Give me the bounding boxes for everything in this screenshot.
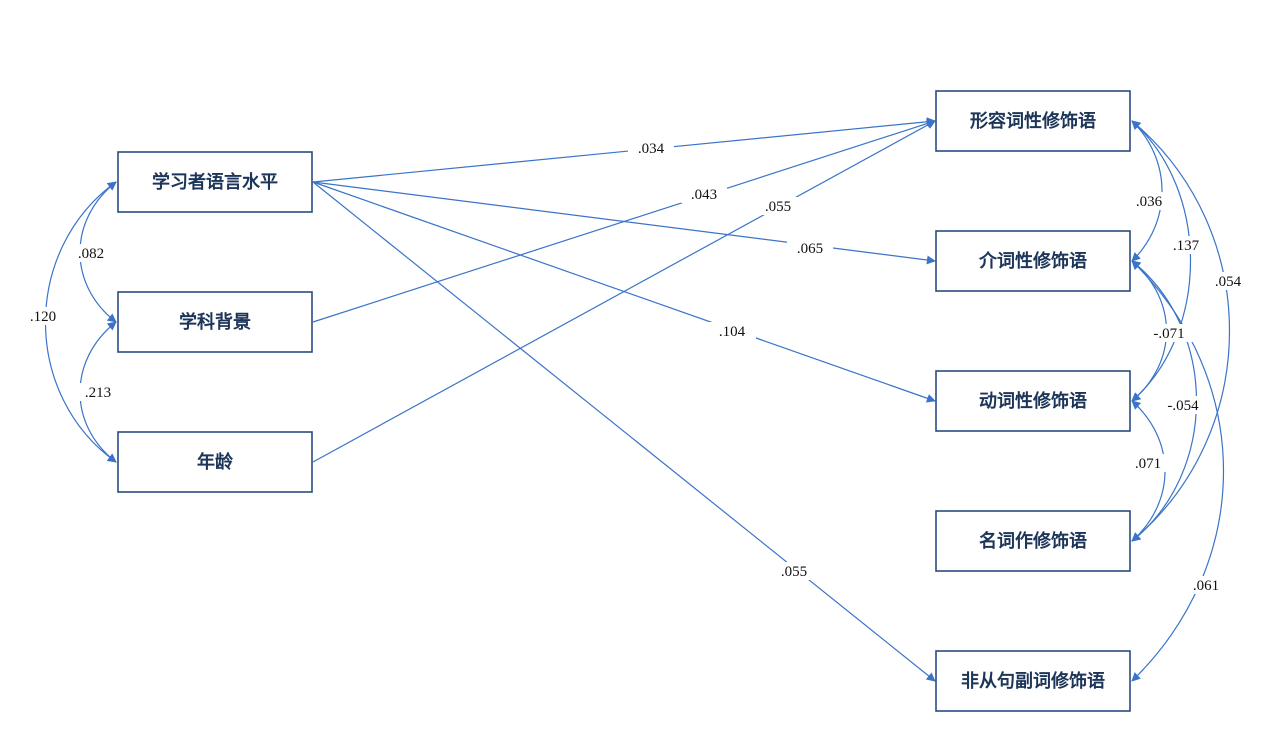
coef-cov-major-age: .213	[85, 385, 111, 401]
coef-age-adj: .055	[765, 199, 791, 215]
node-adv: 非从句副词修饰语	[935, 650, 1131, 712]
outcome-nodes: 形容词性修饰语 介词性修饰语 动词性修饰语 名词作修饰语 非从句副词修饰语	[935, 90, 1131, 712]
path-level-adj	[312, 117, 936, 183]
node-age-label: 年龄	[197, 451, 234, 473]
coef-level-verb: .104	[719, 324, 746, 340]
cov-adj-verb	[1131, 120, 1191, 402]
node-major: 学科背景	[117, 291, 313, 353]
coef-cov-prep-verb: -.071	[1153, 326, 1184, 342]
node-prep: 介词性修饰语	[935, 230, 1131, 292]
coef-cov-level-major: .082	[78, 246, 104, 262]
coef-cov-level-age: .120	[30, 309, 56, 325]
coef-cov-adj-noun: .054	[1215, 274, 1242, 290]
coef-cov-adj-verb: .137	[1173, 238, 1200, 254]
node-verb: 动词性修饰语	[935, 370, 1131, 432]
node-noun: 名词作修饰语	[935, 510, 1131, 572]
coef-level-adv: .055	[781, 564, 807, 580]
coef-cov-prep-noun: -.054	[1167, 398, 1199, 414]
path-major-adj	[312, 119, 936, 323]
path-age-adj	[312, 120, 936, 463]
node-age: 年龄	[117, 431, 313, 493]
node-noun-label: 名词作修饰语	[979, 530, 1087, 552]
node-level-label: 学习者语言水平	[152, 171, 278, 193]
coefficient-labels: .034 .043 .055 .065 .104 .055 .082 .120 …	[23, 139, 1248, 594]
predictor-nodes: 学习者语言水平 学科背景 年龄	[117, 151, 313, 493]
cov-adj-noun	[1131, 120, 1231, 542]
coef-level-prep: .065	[797, 241, 823, 257]
coef-cov-verb-noun: .071	[1135, 456, 1161, 472]
coef-cov-adj-prep: .036	[1136, 194, 1163, 210]
node-adv-label: 非从句副词修饰语	[961, 670, 1105, 692]
node-major-label: 学科背景	[179, 311, 251, 333]
node-adj: 形容词性修饰语	[935, 90, 1131, 152]
node-verb-label: 动词性修饰语	[979, 390, 1087, 412]
path-level-adv	[312, 181, 936, 682]
coef-cov-prep-adv: .061	[1193, 578, 1219, 594]
node-level: 学习者语言水平	[117, 151, 313, 213]
node-adj-label: 形容词性修饰语	[970, 110, 1096, 132]
coef-level-adj: .034	[638, 141, 665, 157]
node-prep-label: 介词性修饰语	[978, 250, 1087, 272]
coef-major-adj: .043	[691, 187, 717, 203]
cov-adj-prep	[1131, 120, 1163, 262]
regression-paths	[312, 117, 936, 682]
cov-prep-adv	[1131, 260, 1224, 682]
